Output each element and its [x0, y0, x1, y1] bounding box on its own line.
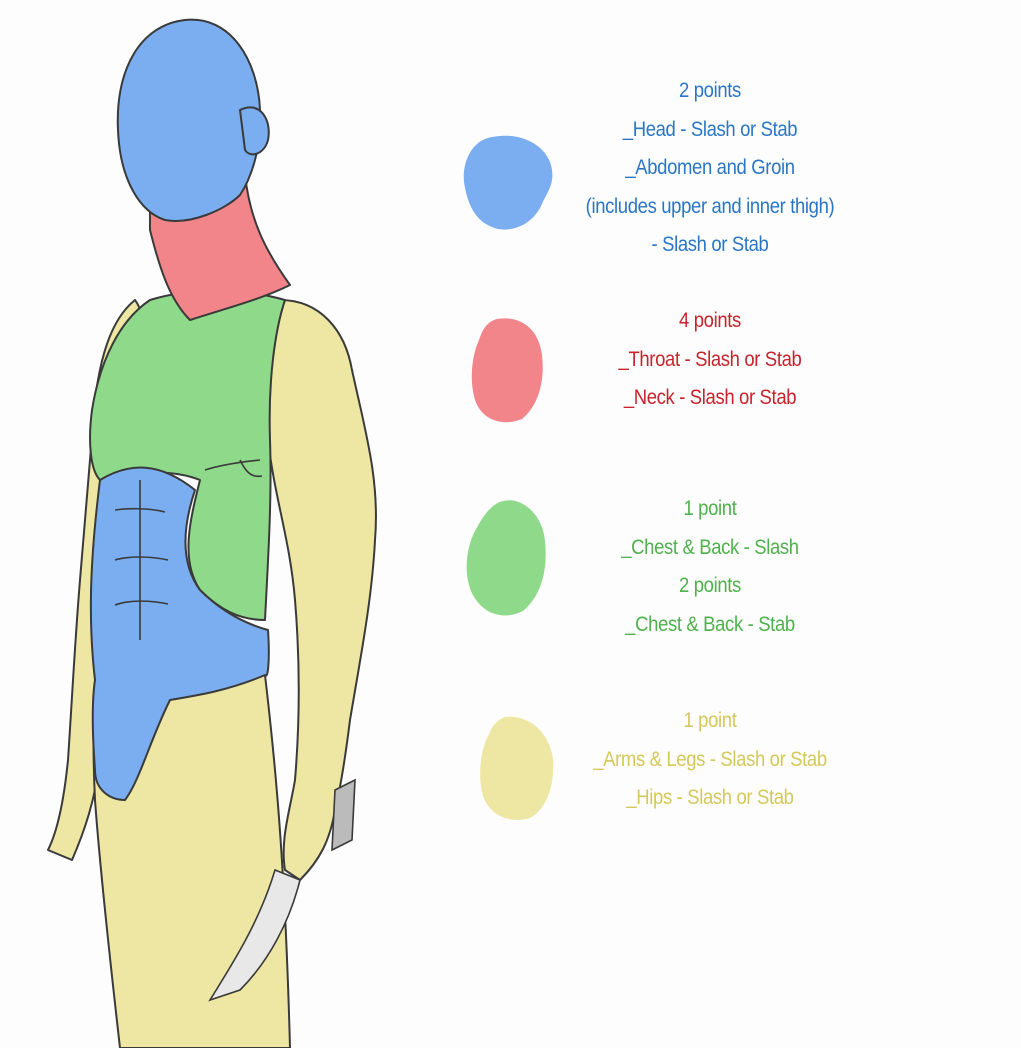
legend-line: _Chest & Back - Slash — [569, 529, 851, 568]
legend-line: _Throat - Slash or Stab — [569, 341, 851, 380]
legend-line: - Slash or Stab — [569, 226, 851, 265]
legend-line: _Neck - Slash or Stab — [569, 379, 851, 418]
right-arm-zone — [263, 300, 376, 880]
legend-green-text: 1 point _Chest & Back - Slash 2 points _… — [569, 490, 851, 644]
ear — [240, 107, 269, 154]
body-target-figure — [0, 0, 460, 1048]
legend-line: _Head - Slash or Stab — [569, 111, 851, 150]
blue-swatch — [462, 132, 554, 234]
legend-line: 2 points — [569, 567, 851, 606]
legend-green: 1 point _Chest & Back - Slash 2 points _… — [455, 488, 1021, 648]
legend-line: 4 points — [569, 302, 851, 341]
legend-line: _Chest & Back - Stab — [569, 606, 851, 645]
yellow-swatch — [475, 714, 555, 822]
legend-red-text: 4 points _Throat - Slash or Stab _Neck -… — [569, 302, 851, 418]
legend-yellow: 1 point _Arms & Legs - Slash or Stab _Hi… — [455, 700, 1021, 840]
legend-blue-text: 2 points _Head - Slash or Stab _Abdomen … — [569, 72, 851, 265]
legend-line: (includes upper and inner thigh) — [569, 188, 851, 227]
head-zone — [118, 20, 260, 221]
legend-blue: 2 points _Head - Slash or Stab _Abdomen … — [455, 62, 1021, 272]
legend-line: 1 point — [569, 490, 851, 529]
green-swatch — [463, 496, 553, 621]
legend-line: 2 points — [569, 72, 851, 111]
red-swatch — [467, 315, 547, 425]
legend-line: _Hips - Slash or Stab — [569, 779, 851, 818]
legend-line: _Abdomen and Groin — [569, 149, 851, 188]
legend-line: _Arms & Legs - Slash or Stab — [569, 741, 851, 780]
legend-yellow-text: 1 point _Arms & Legs - Slash or Stab _Hi… — [569, 702, 851, 818]
legend-red: 4 points _Throat - Slash or Stab _Neck -… — [455, 300, 1021, 440]
legend-line: 1 point — [569, 702, 851, 741]
